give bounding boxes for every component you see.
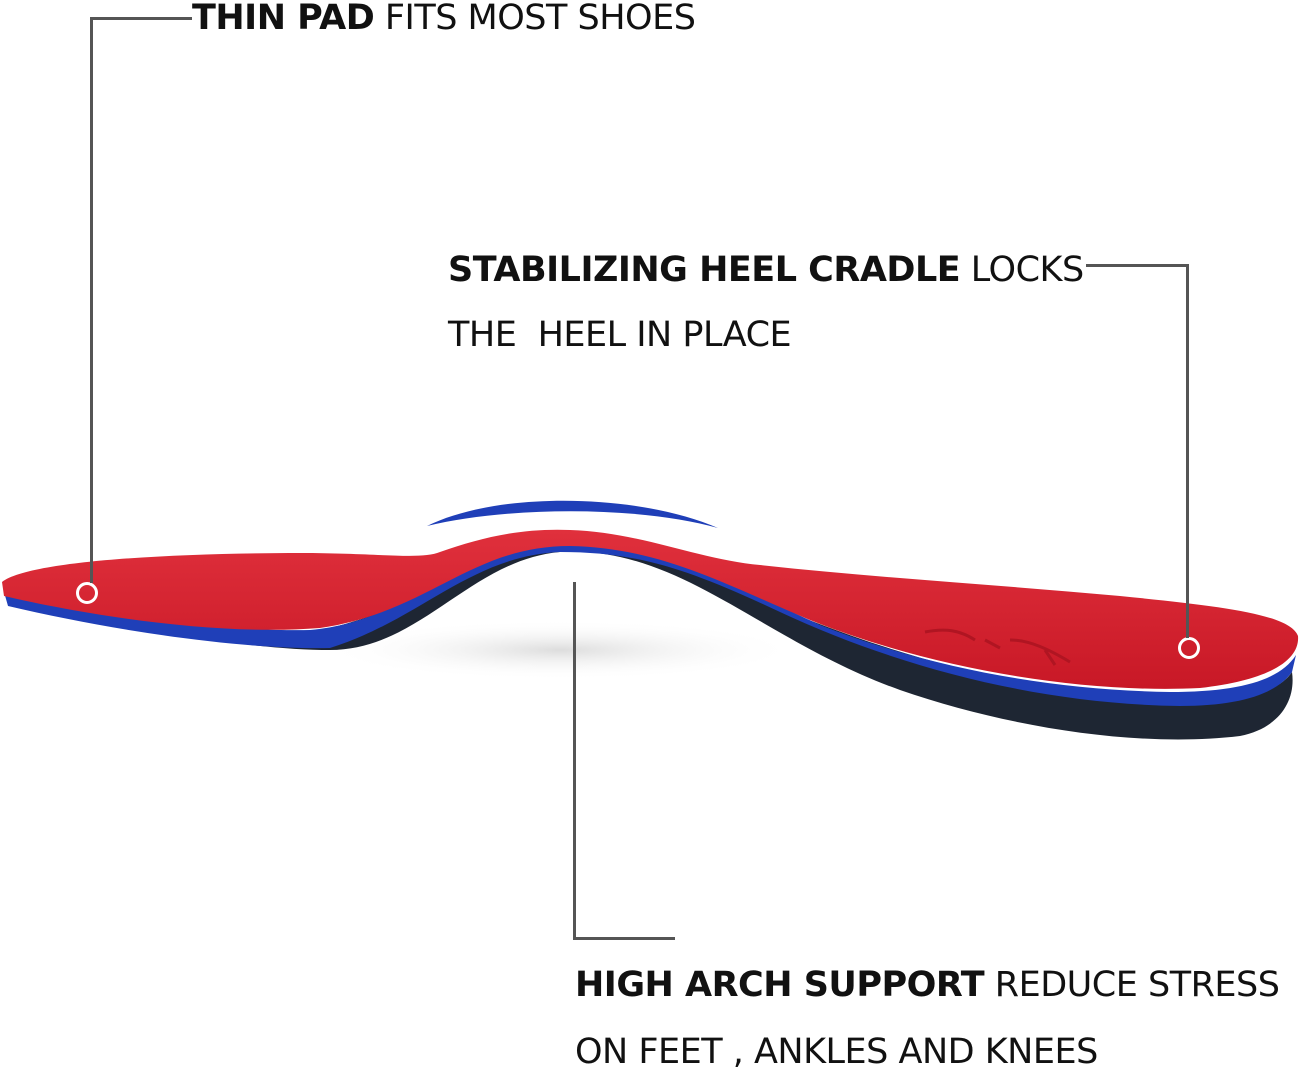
arch-support-heading: HIGH ARCH SUPPORT (575, 965, 985, 1005)
heel-cradle-heading: STABILIZING HEEL CRADLE (448, 250, 961, 290)
arch-support-description: REDUCE STRESS (984, 965, 1280, 1005)
thin-pad-leader-vertical (90, 17, 93, 583)
heel-cradle-description-line2: THE HEEL IN PLACE (448, 315, 792, 355)
floor-shadow (320, 620, 800, 680)
arch-support-marker-icon (563, 561, 585, 583)
arch-support-callout: HIGH ARCH SUPPORT REDUCE STRESS (575, 965, 1280, 1005)
heel-cradle-callout: STABILIZING HEEL CRADLE LOCKS (448, 253, 1084, 288)
arch-swoosh (427, 500, 718, 528)
thin-pad-heading: THIN PAD (192, 0, 375, 38)
thin-pad-leader-horizontal (90, 17, 192, 20)
arch-support-description-line2: ON FEET , ANKLES AND KNEES (575, 1032, 1098, 1072)
insole-base (8, 547, 1293, 740)
heel-cradle-marker-icon (1178, 637, 1200, 659)
thin-pad-callout: THIN PAD FITS MOST SHOES (192, 0, 696, 38)
heel-leader-horizontal (1086, 264, 1188, 267)
thin-pad-description: FITS MOST SHOES (374, 0, 696, 38)
thin-pad-marker-icon (76, 582, 98, 604)
heel-leader-vertical (1186, 264, 1189, 638)
arch-leader-horizontal (573, 937, 675, 940)
heel-cradle-description: LOCKS (960, 250, 1084, 290)
insole-top-cover (2, 529, 1299, 689)
brand-logo (924, 628, 1071, 666)
arch-leader-vertical (573, 582, 576, 939)
